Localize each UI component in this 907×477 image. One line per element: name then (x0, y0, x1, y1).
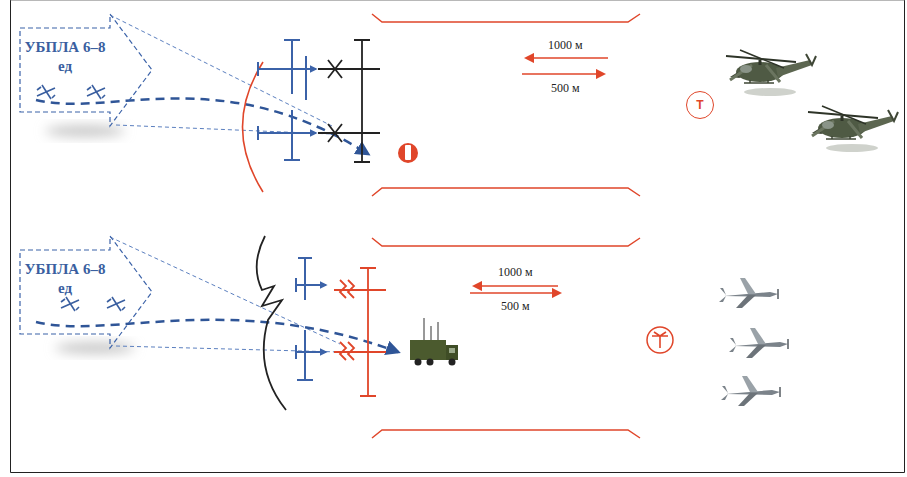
rect-part (446, 345, 458, 360)
drone (729, 328, 788, 358)
smudge (45, 125, 125, 137)
sign-letter: Т (696, 98, 703, 112)
helicopter (808, 106, 898, 152)
smudge (55, 342, 135, 354)
arrow-outline-path (20, 14, 152, 126)
circle-part (427, 359, 434, 366)
uav-group-arrow: УБПЛА 6–8 ед (12, 14, 154, 126)
path-part (298, 258, 312, 300)
path-part (296, 278, 326, 292)
attack-route (36, 98, 368, 154)
frame-top (11, 0, 905, 1)
arrow-outline-path (20, 236, 152, 348)
distance-label: 1000 м (548, 38, 583, 53)
uav-sign-mark (652, 332, 668, 348)
enemy-units (318, 40, 380, 162)
group-label: УБПЛА 6–8 ед (20, 260, 110, 298)
uav-sign (647, 327, 673, 353)
path-part (284, 40, 300, 94)
path-part (354, 40, 370, 162)
path-part (424, 318, 438, 342)
own-units (296, 258, 326, 380)
range-arrow (474, 285, 558, 287)
path-part (340, 280, 354, 298)
path-part (360, 268, 376, 396)
path-part (318, 69, 380, 133)
drone-glyph (87, 85, 105, 99)
path-part (258, 62, 316, 76)
drone (719, 278, 778, 308)
path-part (297, 330, 313, 380)
group-label: УБПЛА 6–8 ед (20, 38, 110, 76)
circle-part (415, 359, 422, 366)
path-part (258, 126, 316, 140)
target-sign: Т (686, 91, 714, 119)
sector-bracket (372, 430, 640, 438)
path-part (340, 342, 354, 360)
drone-glyph (107, 297, 125, 311)
warning-sign (398, 143, 418, 163)
warning-bar (405, 145, 411, 160)
path-part (284, 110, 300, 160)
frame (11, 0, 905, 473)
ew-units (334, 268, 386, 396)
drone (721, 376, 780, 406)
arrow-outline (12, 14, 154, 126)
range-arrow (522, 73, 604, 75)
uav-group-arrow: УБПЛА 6–8 ед (12, 236, 154, 348)
range-arrow (470, 292, 560, 294)
sector-bracket (372, 238, 640, 246)
ew-vehicle (410, 318, 458, 366)
drone-glyph (37, 85, 55, 99)
own-units (258, 40, 316, 160)
front-arc (257, 236, 286, 410)
path-part (328, 60, 342, 78)
path-part (328, 124, 342, 142)
sector-bracket (372, 188, 640, 196)
distance-label: 500 м (501, 299, 530, 314)
helicopter (726, 50, 816, 96)
attack-route (36, 320, 398, 352)
drone-glyph (61, 297, 79, 311)
distance-label: 500 м (551, 81, 580, 96)
arrow-outline (12, 236, 154, 348)
sector-bracket (372, 14, 640, 22)
range-arrow (526, 57, 608, 59)
rect-part (449, 348, 455, 353)
path-part (305, 56, 307, 100)
approach-line (110, 15, 332, 134)
distance-label: 1000 м (498, 265, 533, 280)
circle-part (449, 359, 456, 366)
rect-part (410, 340, 446, 360)
front-arc (243, 62, 264, 192)
path-part (296, 345, 326, 359)
